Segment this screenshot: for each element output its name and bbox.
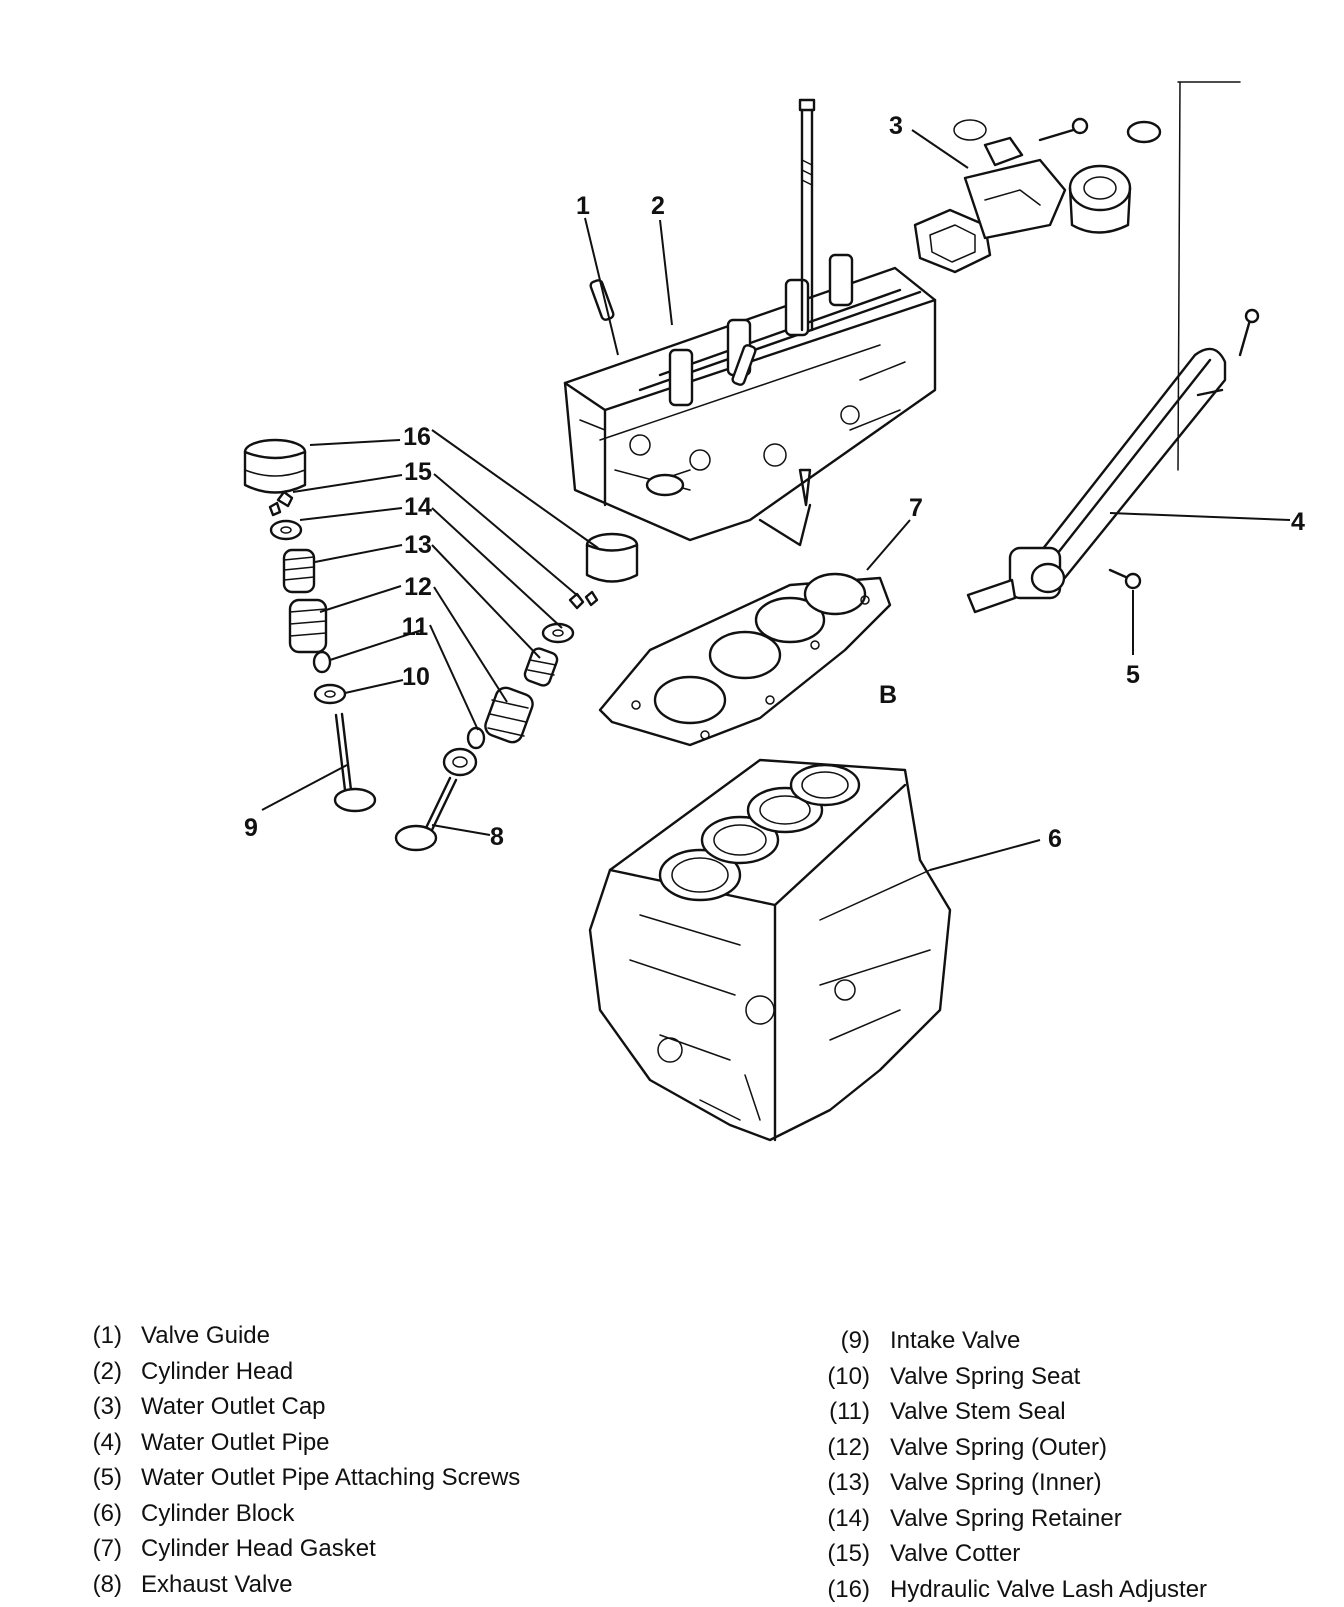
callout-1: 1 [576,192,590,220]
valve-spring-seats [315,685,476,775]
legend-number: (2) [88,1354,122,1390]
callout-15: 15 [404,458,432,486]
legend-item: (14) Valve Spring Retainer [820,1501,1207,1537]
legend-number: (10) [820,1359,870,1395]
cylinder-head [565,255,935,545]
callout-3: 3 [889,112,903,140]
cylinder-block [590,760,950,1140]
legend-number: (12) [820,1430,870,1466]
legend-item: (12) Valve Spring (Outer) [820,1430,1207,1466]
callout-12: 12 [404,573,432,601]
view-marker-b: B [879,681,897,709]
intake-valve [335,714,375,811]
legend-item: (4) Water Outlet Pipe [88,1425,520,1461]
callout-11: 11 [402,613,429,641]
legend-item: (7) Cylinder Head Gasket [88,1531,520,1567]
legend-label: Valve Guide [141,1318,270,1354]
callout-8: 8 [490,823,504,851]
legend-number: (7) [88,1531,122,1567]
legend-number: (14) [820,1501,870,1537]
legend-item: (5) Water Outlet Pipe Attaching Screws [88,1460,520,1496]
legend-item: (16) Hydraulic Valve Lash Adjuster [820,1572,1207,1607]
legend-number: (8) [88,1567,122,1603]
legend-label: Water Outlet Pipe Attaching Screws [141,1460,520,1496]
legend-left-column: (1) Valve Guide (2) Cylinder Head (3) Wa… [88,1318,520,1602]
legend-number: (16) [820,1572,870,1607]
callout-6: 6 [1048,825,1062,853]
legend-number: (1) [88,1318,122,1354]
legend-number: (3) [88,1389,122,1425]
legend-number: (15) [820,1536,870,1572]
callout-14: 14 [404,493,432,521]
legend-item: (11) Valve Stem Seal [820,1394,1207,1430]
legend-item: (3) Water Outlet Cap [88,1389,520,1425]
legend-number: (5) [88,1460,122,1496]
legend-item: (13) Valve Spring (Inner) [820,1465,1207,1501]
legend-label: Hydraulic Valve Lash Adjuster [890,1572,1207,1607]
legend-item: (9) Intake Valve [820,1323,1207,1359]
callout-5: 5 [1126,661,1140,689]
legend-item: (10) Valve Spring Seat [820,1359,1207,1395]
legend-item: (8) Exhaust Valve [88,1567,520,1603]
legend-label: Valve Cotter [890,1536,1020,1572]
cylinder-head-gasket [600,574,890,745]
callout-10: 10 [402,663,430,691]
legend-number: (4) [88,1425,122,1461]
legend-label: Cylinder Head Gasket [141,1531,376,1567]
callout-7: 7 [909,494,923,522]
legend-right-column: (9) Intake Valve (10) Valve Spring Seat … [820,1323,1207,1607]
legend-item: (15) Valve Cotter [820,1536,1207,1572]
legend-label: Valve Spring Seat [890,1359,1080,1395]
callout-13: 13 [404,531,432,559]
callout-4: 4 [1291,508,1305,536]
water-outlet-cap [915,119,1160,272]
legend-label: Cylinder Block [141,1496,294,1532]
lash-adjuster-right [587,534,637,582]
legend-label: Valve Stem Seal [890,1394,1066,1430]
lash-adjuster-left [245,440,305,493]
legend-number: (6) [88,1496,122,1532]
legend-number: (11) [820,1394,870,1430]
legend-label: Water Outlet Pipe [141,1425,330,1461]
legend-item: (1) Valve Guide [88,1318,520,1354]
legend-label: Exhaust Valve [141,1567,293,1603]
callout-9: 9 [244,814,258,842]
exploded-engine-diagram: 1 2 3 4 5 6 7 8 9 10 11 12 13 14 15 16 B [0,0,1344,1180]
water-outlet-pipe [968,82,1258,612]
legend-item: (2) Cylinder Head [88,1354,520,1390]
callout-2: 2 [651,192,665,220]
exhaust-valve [396,778,456,850]
legend-number: (9) [820,1323,870,1359]
legend-item: (6) Cylinder Block [88,1496,520,1532]
legend-label: Valve Spring (Outer) [890,1430,1107,1466]
legend-number: (13) [820,1465,870,1501]
legend-label: Cylinder Head [141,1354,293,1390]
legend-label: Water Outlet Cap [141,1389,326,1425]
callout-16: 16 [403,423,431,451]
legend-label: Valve Spring Retainer [890,1501,1122,1537]
legend-label: Valve Spring (Inner) [890,1465,1102,1501]
legend-label: Intake Valve [890,1323,1020,1359]
